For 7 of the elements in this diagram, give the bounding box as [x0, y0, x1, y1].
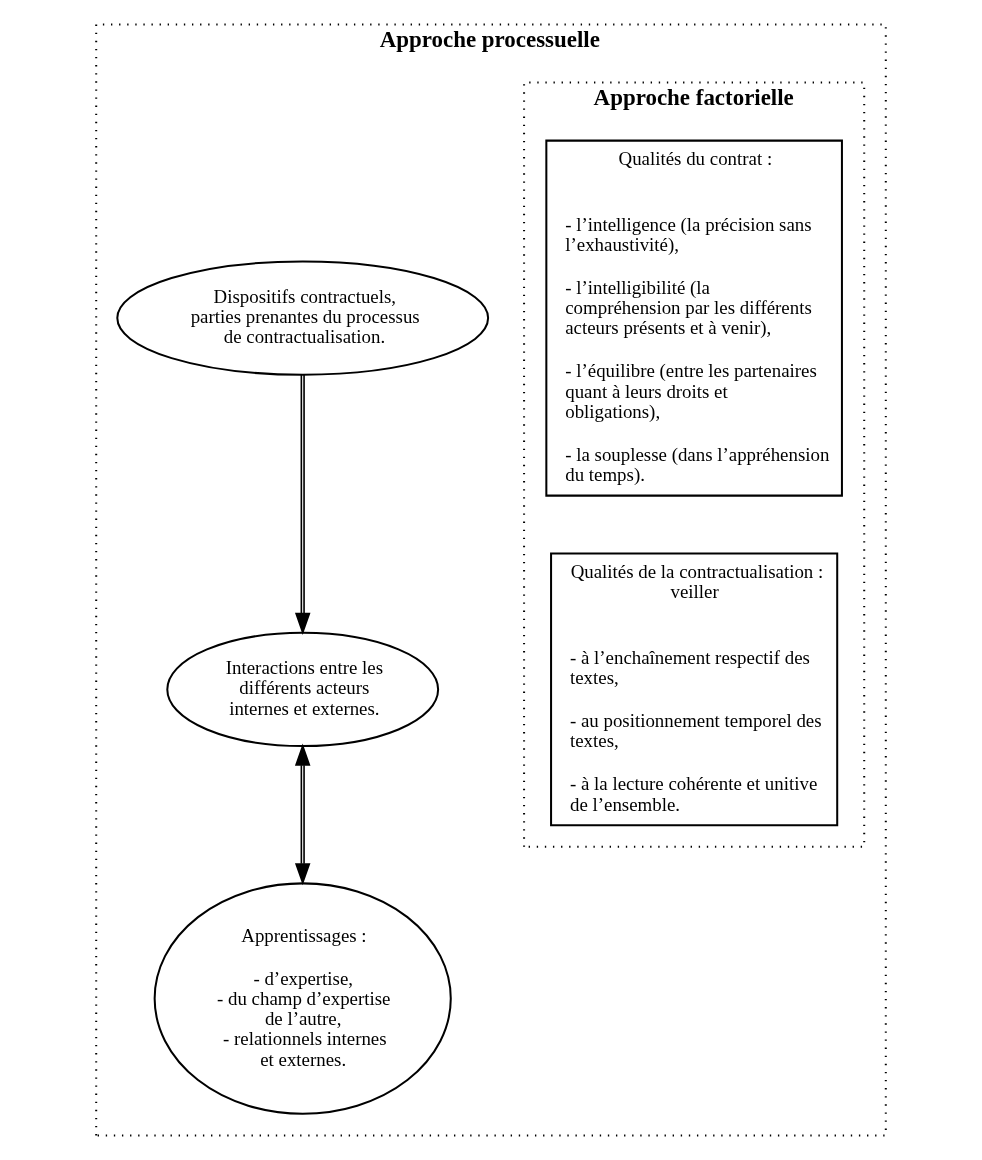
- node-ellipse: Apprentissages : - d’expertise, - du champ d’expertise de l’autre, - relationnels internes et externes.: [153, 882, 452, 1115]
- arrow: [294, 743, 311, 886]
- node-ellipse: Interactions entre les différents acteurs internes et externes.: [166, 631, 440, 748]
- node-box: Qualités de la contractualisation : veiller - à l’enchaînement respectif des textes, - au positionnement temporel des textes, - à la lecture cohérente et unitive de l’ensemble.: [550, 552, 839, 827]
- node-box: Qualités du contrat : - l’intelligence (la précision sans l’exhaustivité), - l’intelligibilité (la compréhension par les différents acteurs présents et à venir), - l’équilibre (entre les partenaires quant à leurs droits et obligations), - la souplesse (dans l’appréhension du temps).: [545, 139, 843, 497]
- arrow: [294, 373, 311, 635]
- node-ellipse: Dispositifs contractuels, parties prenantes du processus de contractualisation.: [116, 260, 490, 376]
